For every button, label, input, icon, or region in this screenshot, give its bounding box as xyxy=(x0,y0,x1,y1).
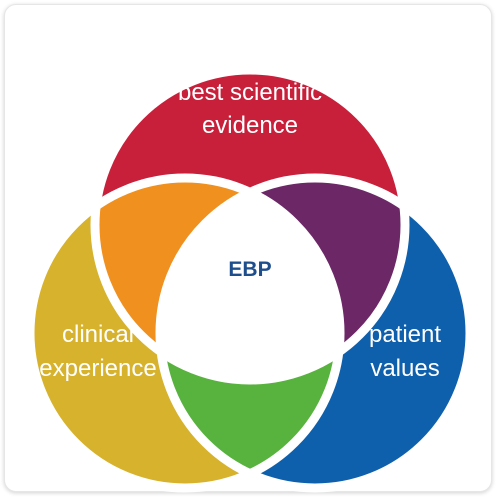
top-circle-label-line1: best scientific xyxy=(178,79,322,106)
circle-outlines xyxy=(25,65,475,493)
top-circle-label-line2: evidence xyxy=(202,112,298,139)
right-circle-label-line1: patient xyxy=(369,321,441,348)
left-circle-label-line2: experience xyxy=(39,355,156,382)
center-label: EBP xyxy=(228,258,271,281)
right-circle-label-line2: values xyxy=(370,355,439,382)
center-region xyxy=(160,178,340,380)
left-circle-label-line1: clinical xyxy=(62,321,134,348)
